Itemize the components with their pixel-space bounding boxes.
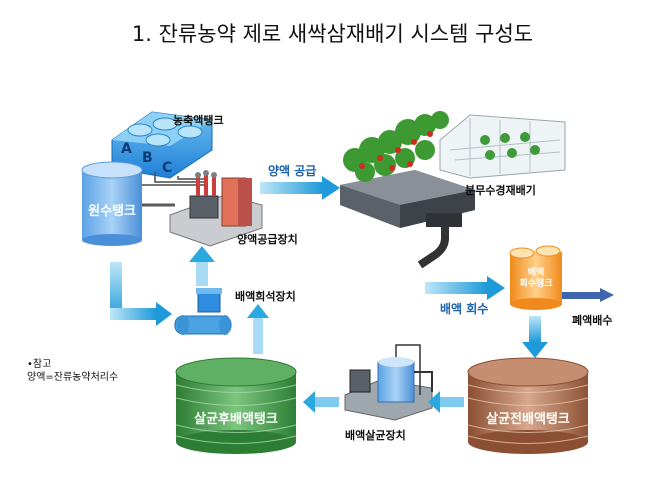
sterilizer-label: 배액살균장치 [345, 429, 406, 442]
page-title: 1. 잔류농약 제로 새싹삼재배기 시스템 구성도 [131, 22, 534, 46]
arrow-raw-to-dilution [110, 262, 172, 326]
arrow-return-to-pre [522, 316, 548, 358]
arrow-dilution-to-supply [189, 246, 215, 286]
drain-sterilizer-icon [344, 344, 433, 421]
arrow-waste-drain [562, 288, 614, 302]
post-tank-label: 살균후배액탱크 [194, 412, 278, 427]
arrow-grower-to-return [425, 276, 505, 300]
nutrient-supply-device-icon [169, 170, 263, 247]
pre-sterilization-tank-icon [467, 357, 589, 454]
nutrient-supply-label: 양액 공급 [268, 164, 317, 178]
concentrate-tank-icon [111, 111, 213, 186]
aeroponic-grower-label: 분무수경재배기 [465, 184, 536, 197]
arrow-pre-to-sterilizer [428, 391, 464, 413]
arrow-post-to-dilution [247, 304, 269, 354]
concentrate-tank-label: 농축액탱크 [173, 114, 224, 127]
aeroponic-grower-icon [340, 111, 566, 269]
note-heading: •참고 [27, 359, 52, 370]
waste-drain-label: 폐액배수 [572, 314, 613, 327]
dilution-device-label: 배액희석장치 [235, 290, 296, 303]
note-text: 양액=잔류농약처리수 [27, 372, 119, 383]
abc-label-c: C [162, 160, 172, 176]
post-sterilization-tank-icon [175, 357, 297, 454]
abc-label-b: B [142, 150, 153, 166]
abc-label-a: A [121, 141, 132, 157]
raw-water-tank-icon [81, 161, 175, 246]
flow-arrows [110, 176, 614, 413]
raw-water-tank-label: 원수탱크 [88, 204, 136, 219]
drain-return-label: 배액 회수 [440, 302, 489, 316]
arrow-supply-to-grower [260, 176, 340, 200]
drain-return-tank-icon [509, 245, 562, 310]
arrow-sterilizer-to-post [303, 391, 339, 413]
supply-device-label: 양액공급장치 [237, 233, 298, 246]
reference-note: •참고 양액=잔류농약처리수 [27, 358, 118, 384]
drain-dilution-device-icon [174, 288, 232, 335]
return-tank-label: 배액 회수탱크 [519, 268, 553, 289]
pre-tank-label: 살균전배액탱크 [486, 412, 570, 427]
